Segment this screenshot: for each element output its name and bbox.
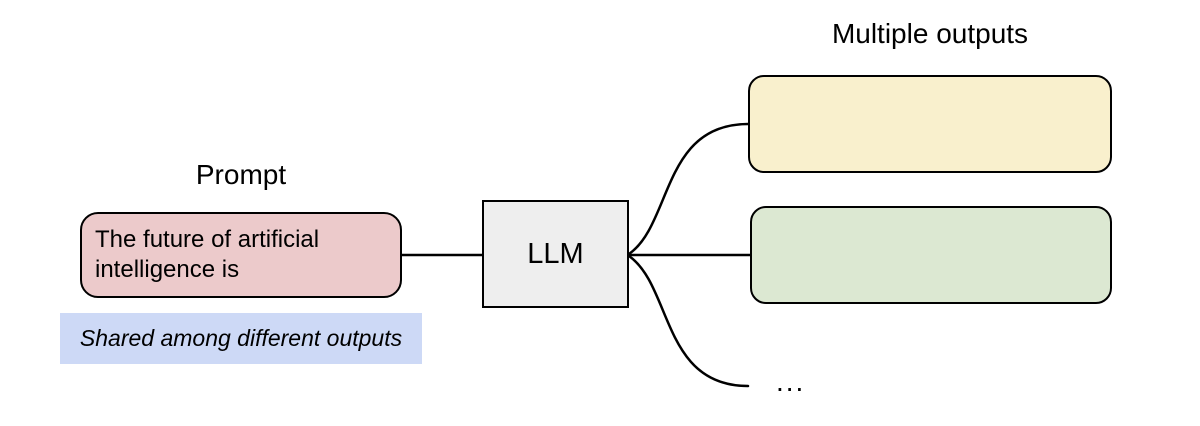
llm-box: LLM xyxy=(482,200,629,308)
prompt-box: The future of artificial intelligence is xyxy=(80,212,402,298)
connector-llm-to-output-1 xyxy=(627,122,750,256)
output-box-1 xyxy=(748,75,1112,173)
prompt-box-text: The future of artificial intelligence is xyxy=(95,226,320,283)
outputs-title: Multiple outputs xyxy=(831,18,1029,49)
prompt-title: Prompt xyxy=(195,159,287,190)
prompt-annotation: Shared among different outputs xyxy=(60,313,422,364)
outputs-ellipsis: ... xyxy=(776,366,806,397)
output-box-2 xyxy=(750,206,1112,304)
connector-llm-to-ellipsis xyxy=(627,254,750,388)
